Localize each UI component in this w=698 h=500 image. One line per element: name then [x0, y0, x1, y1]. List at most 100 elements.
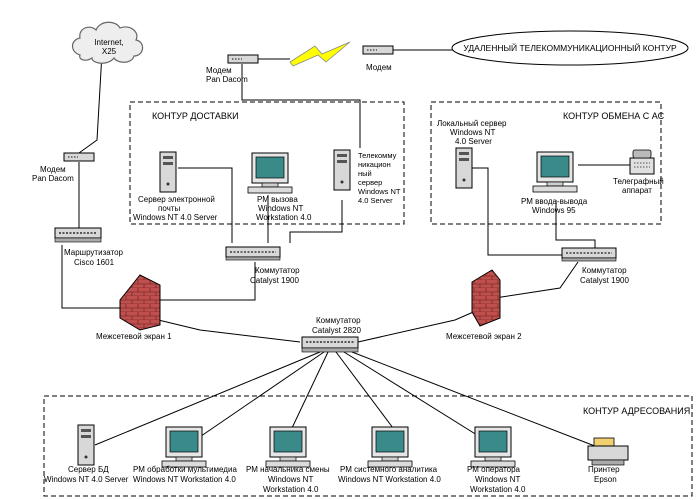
- link-main-db: [94, 351, 321, 446]
- link-telecom-switch: [289, 200, 343, 243]
- local-server-icon: [455, 147, 473, 189]
- link-main-printer: [351, 351, 601, 449]
- exchange-contour-label: КОНТУР ОБМЕНА С АС: [563, 111, 665, 121]
- ws-operator-label-line1: РМ оператора: [467, 465, 521, 474]
- telecom-server-label-line3: ный: [358, 169, 372, 178]
- ws-io-label-line1: РМ ввода-вывода: [521, 197, 588, 206]
- link-main-shift: [291, 351, 329, 429]
- ws-shift-label-line3: Workstation 4.0: [263, 485, 319, 494]
- router-label-line1: Маршрутизатор: [64, 248, 124, 257]
- telegraph-label-line2: аппарат: [622, 186, 652, 195]
- db-server-label-line1: Сервер БД: [68, 465, 109, 474]
- link-main-firewall2: [357, 309, 479, 343]
- ws-operator-icon: [470, 426, 516, 468]
- email-server-icon: [159, 151, 177, 193]
- switch-delivery-label-line1: Коммутатор: [255, 266, 300, 275]
- link-switch-firewall1: [160, 262, 256, 301]
- delivery-contour-label: КОНТУР ДОСТАВКИ: [152, 111, 239, 121]
- link-router-firewall1: [61, 245, 130, 309]
- db-server-label-line2: Windows NT 4.0 Server: [44, 475, 129, 484]
- telecom-server-label-line5: Windows NT: [358, 187, 401, 196]
- ws-multimedia-label-line1: РМ обработки мультимедиа: [133, 465, 237, 474]
- telecom-server-label-line4: сервер: [358, 178, 382, 187]
- switch-exchange-icon: [561, 247, 617, 262]
- link-main-analyst: [335, 351, 394, 429]
- email-server-label-line3: Windows NT 4.0 Server: [133, 213, 218, 222]
- firewall2-label: Межсетевой экран 2: [446, 332, 522, 341]
- link-firewall2-switch: [494, 261, 579, 299]
- switch-delivery-icon: [225, 246, 281, 261]
- modem-side-icon: [63, 152, 95, 162]
- ws-call-label-line2: Windows NT: [258, 204, 303, 213]
- switch-main-label-line2: Catalyst 2820: [312, 326, 361, 335]
- ws-io-icon: [532, 151, 578, 193]
- telecom-server-label-line2: никацион: [358, 160, 391, 169]
- addressing-contour-label: КОНТУР АДРЕСОВАНИЯ: [583, 406, 690, 416]
- firewall1-icon: [119, 274, 161, 331]
- ws-shift-label-line1: РМ начальника смены: [246, 465, 330, 474]
- cloud-icon: [71, 21, 144, 64]
- link-local-switch: [470, 167, 562, 256]
- local-server-label-line3: 4.0 Server: [455, 137, 492, 146]
- ws-analyst-icon: [367, 426, 413, 468]
- telecom-server-label-line6: 4.0 Server: [358, 196, 393, 205]
- ws-call-label-line3: Workstation 4.0: [256, 213, 312, 222]
- modem-left-icon: [227, 54, 259, 64]
- exchange-contour-box: [430, 101, 662, 225]
- modem-left-label-line1: Модем: [206, 66, 232, 75]
- addressing-contour-box: [43, 395, 693, 497]
- ws-operator-label-line2: Windows NT: [475, 475, 520, 484]
- link-main-multimedia: [187, 351, 325, 446]
- ws-analyst-label-line2: Windows NT Workstation 4.0: [338, 475, 441, 484]
- ws-call-icon: [247, 152, 293, 194]
- db-server-icon: [77, 424, 95, 466]
- modem-side-label-line1: Модем: [40, 165, 66, 174]
- switch-main-icon: [301, 336, 359, 353]
- cloud-label-line1: Internet,: [94, 38, 123, 47]
- email-server-label-line1: Сервер электронной: [138, 195, 215, 204]
- telegraph-icon: [629, 149, 655, 175]
- ws-shift-icon: [265, 426, 311, 468]
- ws-io-label-line2: Windows 95: [532, 206, 576, 215]
- switch-delivery-label-line2: Catalyst 1900: [250, 276, 299, 285]
- telecom-server-label-line1: Телекомму: [358, 151, 397, 160]
- local-server-label-line2: Windows NT: [450, 128, 495, 137]
- router-icon: [54, 227, 102, 243]
- modem-right-label: Модем: [366, 63, 392, 72]
- ws-multimedia-label-line2: Windows NT Workstation 4.0: [133, 475, 236, 484]
- printer-icon: [587, 437, 629, 466]
- delivery-contour-box: [129, 101, 405, 225]
- email-server-label-line2: почты: [158, 204, 180, 213]
- remote-contour-ellipse: [451, 30, 689, 66]
- ws-shift-label-line2: Windows NT: [268, 475, 313, 484]
- printer-label-line2: Epson: [594, 475, 617, 484]
- local-server-label-line1: Локальный сервер: [437, 119, 507, 128]
- telecom-server-icon: [333, 149, 351, 191]
- firewall2-icon: [471, 269, 501, 327]
- switch-exchange-label-line1: Коммутатор: [582, 266, 627, 275]
- switch-exchange-label-line2: Catalyst 1900: [580, 276, 629, 285]
- ws-operator-label-line3: Workstation 4.0: [470, 485, 526, 494]
- ws-call-label-line1: РМ вызова: [257, 195, 298, 204]
- modem-left-label-line2: Pan Dacom: [206, 75, 248, 84]
- connection-lines: [61, 49, 630, 449]
- link-modem-telecom: [241, 64, 361, 148]
- link-main-operator: [343, 351, 494, 446]
- link-firewall1-main: [149, 317, 301, 343]
- cloud-label-line2: X25: [102, 47, 117, 56]
- modem-right-icon: [362, 45, 394, 55]
- remote-contour-label: УДАЛЕННЫЙ ТЕЛЕКОММУНИКАЦИОННЫЙ КОНТУР: [463, 42, 677, 53]
- firewall1-label: Межсетевой экран 1: [96, 332, 172, 341]
- link-io-switch: [555, 200, 596, 248]
- telegraph-label-line1: Телеграфный: [613, 177, 664, 186]
- link-cloud-modem: [78, 52, 103, 154]
- ws-multimedia-icon: [161, 426, 207, 468]
- switch-main-label-line1: Коммутатор: [316, 316, 361, 325]
- router-label-line2: Cisco 1601: [74, 258, 115, 267]
- printer-label-line1: Принтер: [588, 465, 620, 474]
- lightning-link-icon: [289, 41, 351, 67]
- link-email-switch: [178, 167, 233, 243]
- modem-side-label-line2: Pan Dacom: [32, 174, 74, 183]
